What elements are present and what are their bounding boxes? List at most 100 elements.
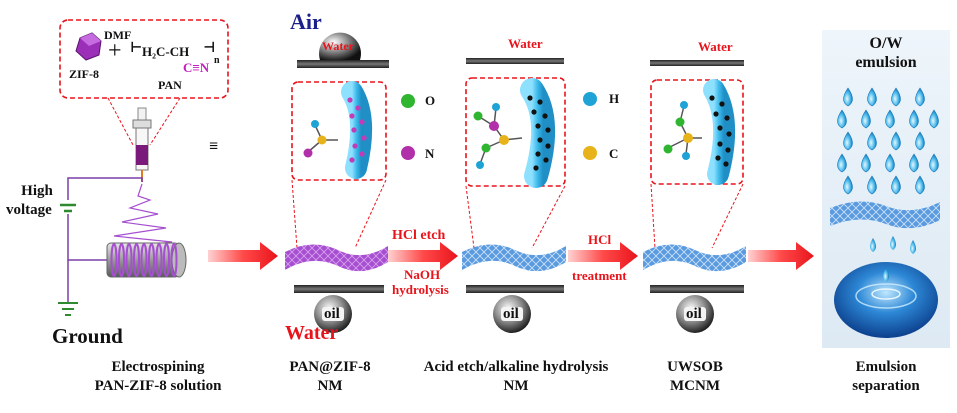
stage2-water-label: Water [508, 36, 543, 51]
reagent-callout-line-right [149, 97, 181, 146]
legend-dot-o [401, 94, 415, 108]
step1-label-bottom-2: hydrolysis [392, 282, 449, 297]
pool-ripple-outer [855, 283, 917, 309]
emulsion-droplet [867, 175, 877, 195]
emulsion-droplet [837, 109, 847, 129]
stage1-zoom-box [291, 81, 387, 181]
stage3-oil-label: oil [686, 306, 702, 322]
equiv-symbol: ≡ [209, 138, 219, 155]
arrow-4 [748, 242, 814, 270]
atom-legend [401, 92, 597, 160]
high-voltage-line-1: High [21, 183, 53, 199]
emulsion-droplet [891, 175, 901, 195]
emulsion-droplet [909, 153, 919, 173]
drum-winding [110, 243, 118, 277]
filtered-drop-2 [890, 236, 896, 250]
drum-winding [163, 243, 170, 277]
stage3-molecule [663, 101, 702, 160]
legend-label-h: H [609, 91, 620, 106]
stage2-callout-line-right [531, 185, 566, 249]
emulsion-droplet [891, 87, 901, 107]
plus-sign: + [108, 38, 122, 64]
emulsion-droplet [861, 109, 871, 129]
drum-winding [148, 243, 155, 277]
stage3-oil-label-bg [684, 307, 706, 321]
stage2-top-surface [466, 58, 564, 64]
title-line: emulsion [855, 54, 917, 71]
stage3-callout-line-right [711, 183, 744, 249]
stage2-pores [527, 95, 551, 171]
emulsion-droplet [915, 131, 925, 151]
legend-dot-n [401, 146, 415, 160]
nitrile-group: C≡N [183, 60, 210, 75]
syringe-solution [136, 145, 148, 165]
step2-label-top: HCl [588, 232, 612, 247]
legend-dot-c [583, 146, 597, 160]
legend-dot-h [583, 92, 597, 106]
stage2-oil-label: oil [503, 306, 519, 322]
caption-line: Acid etch/alkaline hydrolysis [423, 359, 609, 375]
arrow-2 [388, 242, 458, 270]
zif8-crystal-highlight [80, 33, 101, 46]
stage1-callout-line-left [291, 179, 298, 249]
drum-winding [170, 243, 178, 277]
emulsion-droplet [915, 87, 925, 107]
high-voltage-line-2: voltage [6, 202, 52, 218]
bracket-left: ⊢ [130, 41, 143, 56]
separation-membrane [830, 201, 940, 229]
stage1-membrane [285, 244, 388, 272]
emulsion-droplet [909, 109, 919, 129]
separation-caption: Emulsion separation [826, 358, 946, 396]
stage2-membrane [462, 244, 566, 272]
caption-line: Emulsion [855, 359, 917, 375]
filtered-drop-3 [910, 240, 916, 254]
bracket-right: ⊣ [203, 41, 216, 56]
title-line: O/W [869, 35, 903, 52]
falling-drop [883, 268, 889, 282]
stage3-water-label: Water [698, 39, 733, 54]
caption-line: MCNM [670, 378, 720, 394]
legend-label-o: O [425, 93, 436, 108]
pan-formula: H₂C-CH [142, 44, 190, 59]
filtered-drop-1 [870, 238, 876, 252]
stage3-zoom-box [650, 79, 744, 185]
air-label: Air [290, 9, 322, 34]
stage1-oil-label: oil [324, 306, 340, 322]
stage1-section [285, 32, 389, 333]
caption-line: NM [503, 378, 529, 394]
collector-wire [67, 214, 107, 261]
caption-line: separation [852, 378, 920, 394]
emulsion-droplet [867, 87, 877, 107]
emulsion-droplet [885, 109, 895, 129]
drum-winding [118, 243, 125, 277]
stage3-section [643, 60, 746, 333]
collector-drum-end [171, 242, 187, 278]
emulsion-droplet [885, 153, 895, 173]
stage2-zoom-box [465, 77, 566, 187]
step2-label-bottom: treatment [572, 268, 627, 283]
stage2-callout-line-left [465, 185, 475, 249]
emulsion-droplet [929, 153, 939, 173]
stage3-top-surface [650, 60, 744, 66]
stage1-top-surface [297, 60, 389, 68]
stage3-caption: UWSOB MCNM [645, 358, 745, 396]
electrospinning-section [58, 19, 229, 316]
stage3-bottom-surface [650, 285, 744, 293]
arrow-1 [208, 242, 278, 270]
pan-label: PAN [158, 78, 182, 92]
step1-label-top: HCl etch [392, 228, 446, 243]
step1-label-bottom-1: NaOH [404, 267, 441, 282]
legend-label-c: C [609, 146, 619, 161]
stage1-water-label: Water [322, 39, 354, 53]
separation-title: O/W emulsion [826, 34, 946, 72]
subscript-n: n [214, 55, 220, 66]
caption-line: NM [317, 378, 343, 394]
caption-line: UWSOB [667, 359, 723, 375]
emulsion-droplet [891, 131, 901, 151]
emulsion-droplets [837, 87, 939, 195]
stage2-oil-label-bg [501, 307, 523, 321]
emulsion-droplet [867, 131, 877, 151]
caption-line: PAN@ZIF-8 [289, 359, 371, 375]
